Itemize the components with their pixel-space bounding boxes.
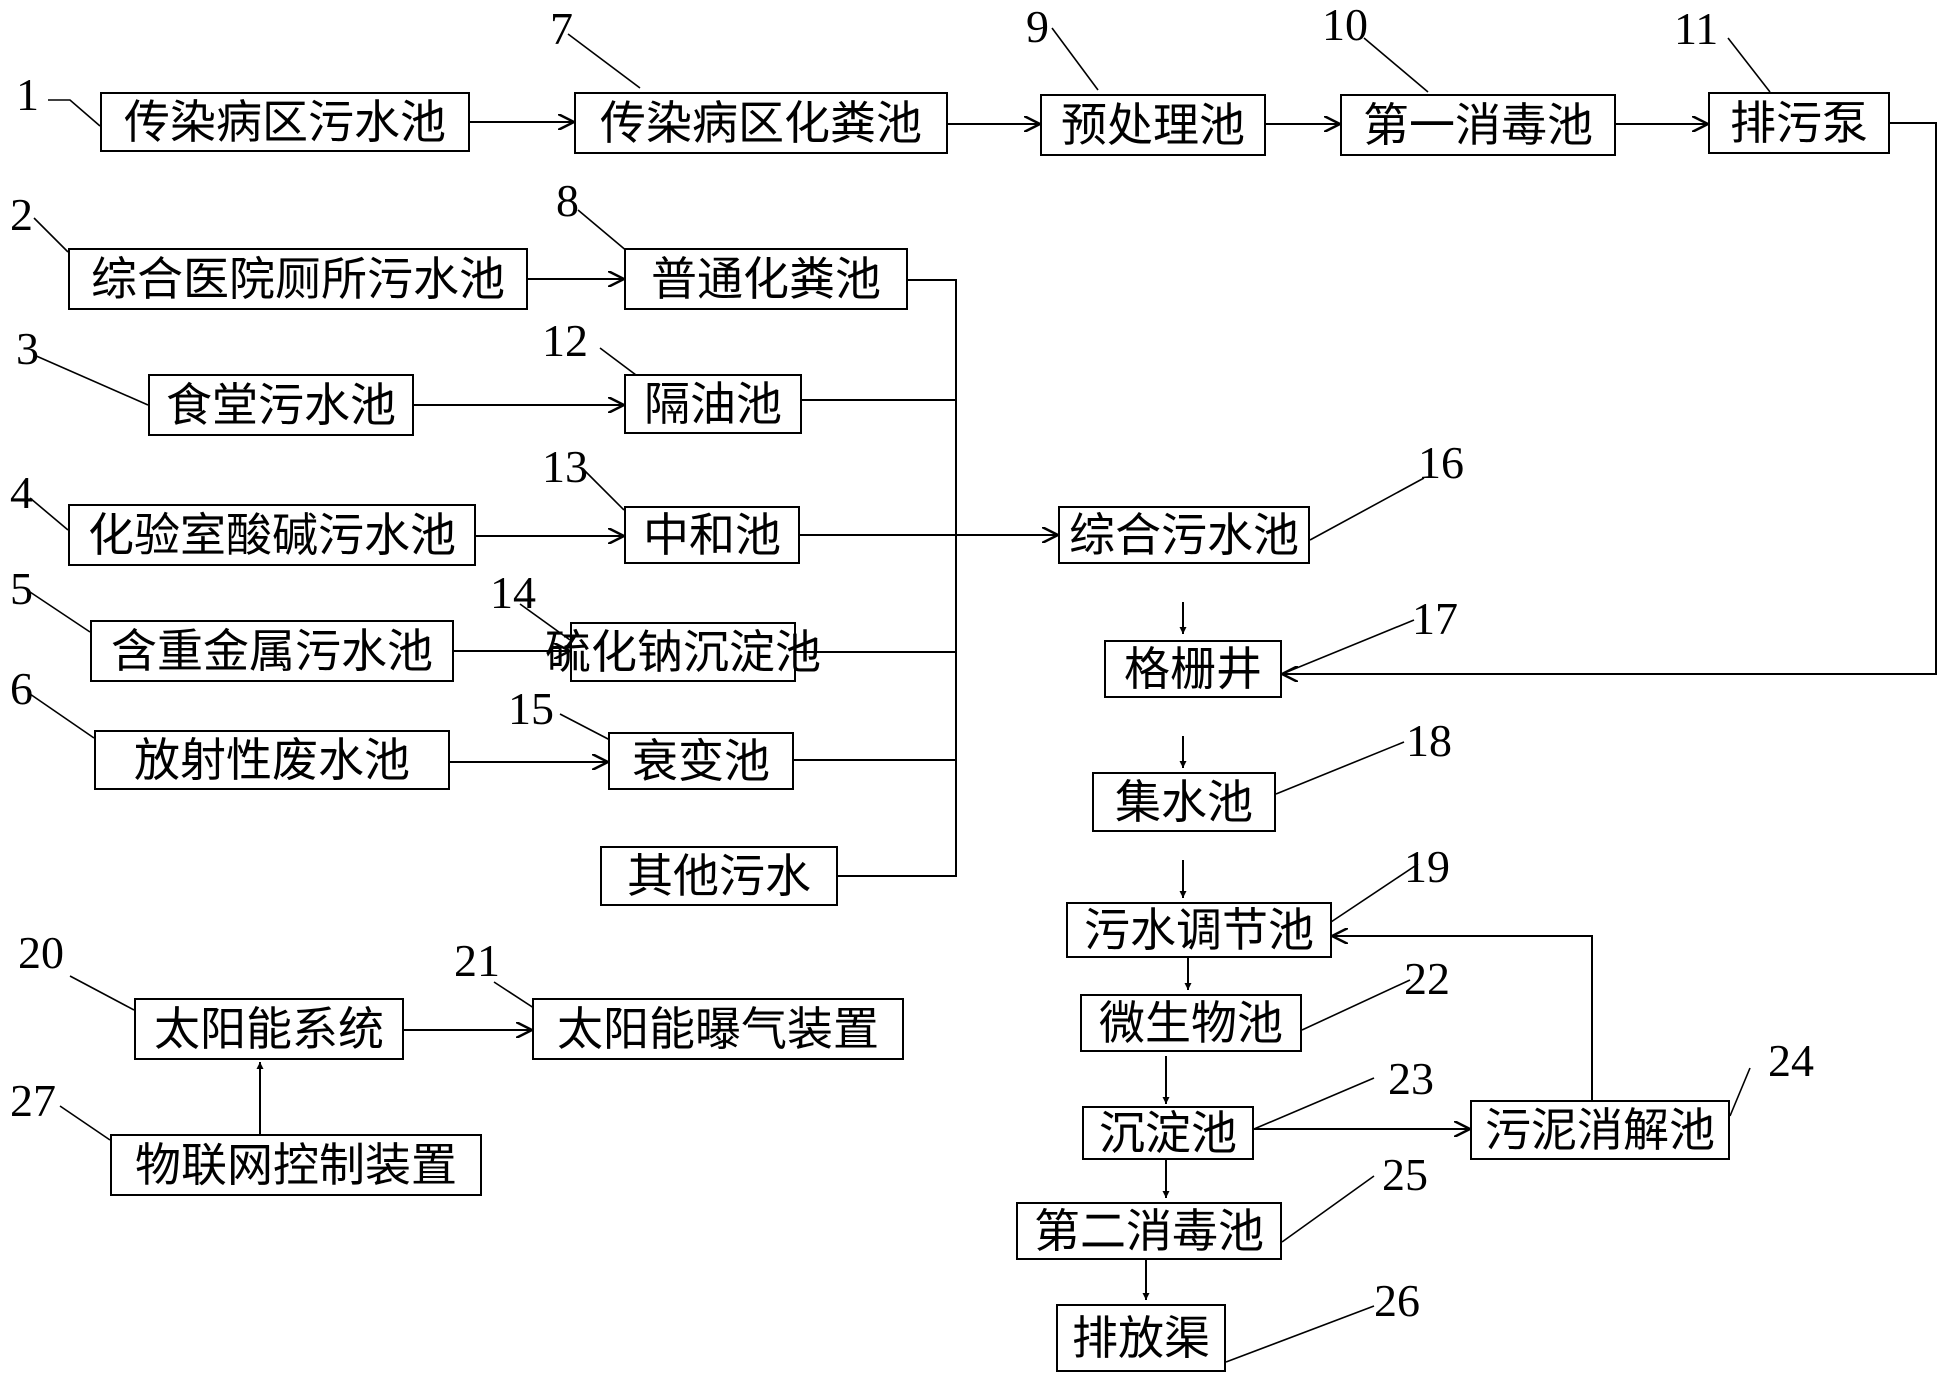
- ref-num-22: 22: [1404, 953, 1450, 1004]
- node-13: 中和池: [624, 506, 800, 564]
- node-15: 衰变池: [608, 732, 794, 790]
- node-14: 硫化钠沉淀池: [545, 622, 821, 682]
- node-3-label: 食堂污水池: [166, 378, 396, 432]
- ref-num-2: 2: [10, 189, 33, 240]
- ref-num-7: 7: [550, 3, 573, 54]
- node-15-label: 衰变池: [632, 734, 770, 788]
- ref-num-5: 5: [10, 563, 33, 614]
- node-1-label: 传染病区污水池: [124, 95, 446, 149]
- node-24: 污泥消解池: [1470, 1100, 1730, 1160]
- node-19-label: 污水调节池: [1084, 903, 1314, 957]
- node-23-label: 沉淀池: [1099, 1106, 1237, 1160]
- ref-num-16: 16: [1418, 437, 1464, 488]
- node-12-label: 隔油池: [644, 377, 782, 431]
- node-14-label: 硫化钠沉淀池: [545, 625, 821, 679]
- ref-num-1: 1: [16, 69, 39, 120]
- node-12: 隔油池: [624, 374, 802, 434]
- node-26-label: 排放渠: [1072, 1311, 1210, 1365]
- node-21-label: 太阳能曝气装置: [557, 1002, 879, 1056]
- node-other: 其他污水: [600, 846, 838, 906]
- node-22-label: 微生物池: [1099, 996, 1283, 1050]
- ref-num-26: 26: [1374, 1275, 1420, 1326]
- node-23: 沉淀池: [1082, 1106, 1254, 1160]
- ref-num-27: 27: [10, 1075, 56, 1126]
- node-21: 太阳能曝气装置: [532, 998, 904, 1060]
- node-5: 含重金属污水池: [90, 620, 454, 682]
- node-13-label: 中和池: [643, 508, 781, 562]
- ref-num-3: 3: [16, 323, 39, 374]
- node-8: 普通化粪池: [624, 248, 908, 310]
- ref-num-17: 17: [1412, 593, 1458, 644]
- node-4: 化验室酸碱污水池: [68, 504, 476, 566]
- node-25: 第二消毒池: [1016, 1202, 1282, 1260]
- arrow-11-to-17: [1282, 122, 1937, 674]
- node-9-label: 预处理池: [1061, 98, 1245, 152]
- node-19: 污水调节池: [1066, 902, 1332, 958]
- node-20-label: 太阳能系统: [154, 1002, 384, 1056]
- node-27-label: 物联网控制装置: [135, 1138, 457, 1192]
- node-2: 综合医院厕所污水池: [68, 248, 528, 310]
- collector-line: [838, 279, 957, 877]
- ref-num-24: 24: [1768, 1035, 1814, 1086]
- node-3: 食堂污水池: [148, 374, 414, 436]
- ref-num-18: 18: [1406, 715, 1452, 766]
- node-2-label: 综合医院厕所污水池: [91, 252, 505, 306]
- node-18: 集水池: [1092, 772, 1276, 832]
- ref-num-25: 25: [1382, 1149, 1428, 1200]
- node-5-label: 含重金属污水池: [111, 624, 433, 678]
- node-6-label: 放射性废水池: [134, 733, 410, 787]
- ref-num-21: 21: [454, 935, 500, 986]
- node-18-label: 集水池: [1115, 775, 1253, 829]
- ref-num-9: 9: [1026, 1, 1049, 52]
- node-11-label: 排污泵: [1730, 96, 1868, 150]
- node-6: 放射性废水池: [94, 730, 450, 790]
- ref-num-10: 10: [1322, 0, 1368, 50]
- node-24-label: 污泥消解池: [1485, 1103, 1715, 1157]
- node-17-label: 格栅井: [1124, 642, 1262, 696]
- ref-num-19: 19: [1404, 841, 1450, 892]
- node-25-label: 第二消毒池: [1034, 1204, 1264, 1258]
- node-9: 预处理池: [1040, 94, 1266, 156]
- node-7: 传染病区化粪池: [574, 92, 948, 154]
- ref-num-6: 6: [10, 663, 33, 714]
- node-22: 微生物池: [1080, 994, 1302, 1052]
- ref-num-11: 11: [1674, 3, 1719, 54]
- ref-num-23: 23: [1388, 1053, 1434, 1104]
- node-10-label: 第一消毒池: [1363, 98, 1593, 152]
- ref-num-14: 14: [490, 567, 536, 618]
- node-20: 太阳能系统: [134, 998, 404, 1060]
- ref-num-13: 13: [542, 441, 588, 492]
- ref-num-15: 15: [508, 683, 554, 734]
- node-8-label: 普通化粪池: [651, 252, 881, 306]
- node-16: 综合污水池: [1058, 506, 1310, 564]
- node-other-label: 其他污水: [627, 849, 811, 903]
- node-11: 排污泵: [1708, 92, 1890, 154]
- ref-num-20: 20: [18, 927, 64, 978]
- ref-num-4: 4: [10, 467, 33, 518]
- node-16-label: 综合污水池: [1069, 508, 1299, 562]
- node-1: 传染病区污水池: [100, 92, 470, 152]
- node-7-label: 传染病区化粪池: [600, 96, 922, 150]
- node-26: 排放渠: [1056, 1304, 1226, 1372]
- node-27: 物联网控制装置: [110, 1134, 482, 1196]
- arrow-24-to-19: [1332, 936, 1593, 1100]
- ref-num-8: 8: [556, 175, 579, 226]
- node-17: 格栅井: [1104, 640, 1282, 698]
- node-10: 第一消毒池: [1340, 94, 1616, 156]
- ref-num-12: 12: [542, 315, 588, 366]
- node-4-label: 化验室酸碱污水池: [88, 508, 456, 562]
